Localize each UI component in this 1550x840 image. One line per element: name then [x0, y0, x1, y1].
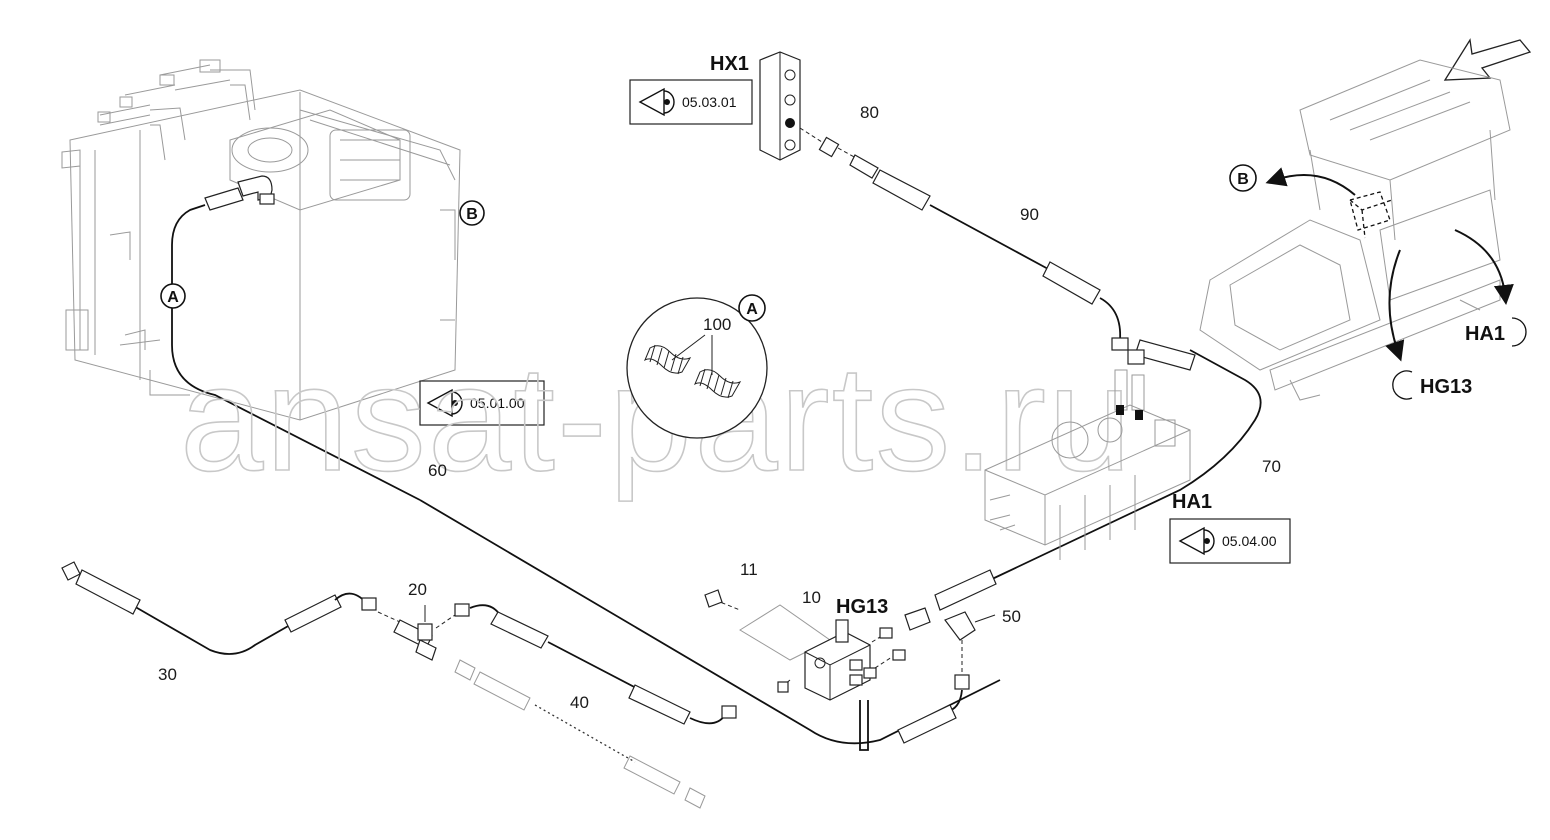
svg-text:05.03.01: 05.03.01 [682, 94, 737, 110]
svg-text:A: A [167, 289, 179, 306]
eye-icon [1178, 526, 1215, 556]
paver-machine [1199, 59, 1511, 401]
svg-text:10: 10 [802, 588, 821, 607]
svg-text:05.04.00: 05.04.00 [1222, 533, 1277, 549]
tee-fitting-20: 20 [377, 580, 456, 661]
svg-text:05.01.00: 05.01.00 [470, 395, 525, 411]
hg13-view: HG13 [1385, 249, 1472, 400]
svg-text:A: A [746, 301, 758, 318]
hg13-block: 11 10 HG13 [704, 560, 906, 751]
svg-text:HG13: HG13 [1420, 376, 1472, 398]
eye-icon [426, 388, 463, 418]
reference-box-05-04-00: HA1 05.04.00 [1169, 491, 1291, 564]
hx1-manifold: HX1 [710, 51, 801, 161]
svg-text:60: 60 [428, 461, 447, 480]
hose-90: 90 [849, 154, 1129, 351]
svg-text:50: 50 [1002, 607, 1021, 626]
reference-box-05-01-00: 05.01.00 [419, 380, 545, 426]
elbow-fitting-50: 50 [897, 607, 1021, 744]
svg-text:100: 100 [703, 315, 731, 334]
hx1-label: HX1 [710, 53, 749, 75]
hose-from-engine [171, 175, 421, 501]
hg13-label: HG13 [836, 596, 888, 618]
svg-text:30: 30 [158, 665, 177, 684]
ha1-view: HA1 [1454, 229, 1527, 347]
svg-text:90: 90 [1020, 205, 1039, 224]
hose-40: 40 [454, 603, 737, 725]
engine-assembly [61, 59, 461, 421]
callout-b-top: B [459, 200, 485, 226]
callout-a-line: A [160, 283, 186, 309]
hose-30: 30 [61, 561, 377, 684]
svg-text:80: 80 [860, 103, 879, 122]
view-arrow-icon [1443, 38, 1532, 81]
fitting-80: 80 [799, 103, 879, 159]
valve-block [984, 369, 1191, 560]
svg-text:B: B [466, 206, 478, 223]
hose-70: 70 [934, 339, 1281, 611]
callout-b-machine: B [1229, 164, 1356, 196]
reference-box-05-03-01: 05.03.01 [629, 79, 753, 125]
ha1-label: HA1 [1172, 491, 1212, 513]
hose-60: 60 [419, 461, 1001, 745]
svg-text:70: 70 [1262, 457, 1281, 476]
spring-coil [643, 344, 742, 399]
svg-text:20: 20 [408, 580, 427, 599]
alternative-hose-ghost [454, 659, 706, 809]
svg-text:11: 11 [740, 560, 758, 579]
eye-icon [638, 87, 675, 117]
detail-a-circle: A 100 [626, 294, 768, 439]
svg-text:HA1: HA1 [1465, 323, 1505, 345]
svg-text:40: 40 [570, 693, 589, 712]
svg-text:B: B [1237, 171, 1249, 188]
